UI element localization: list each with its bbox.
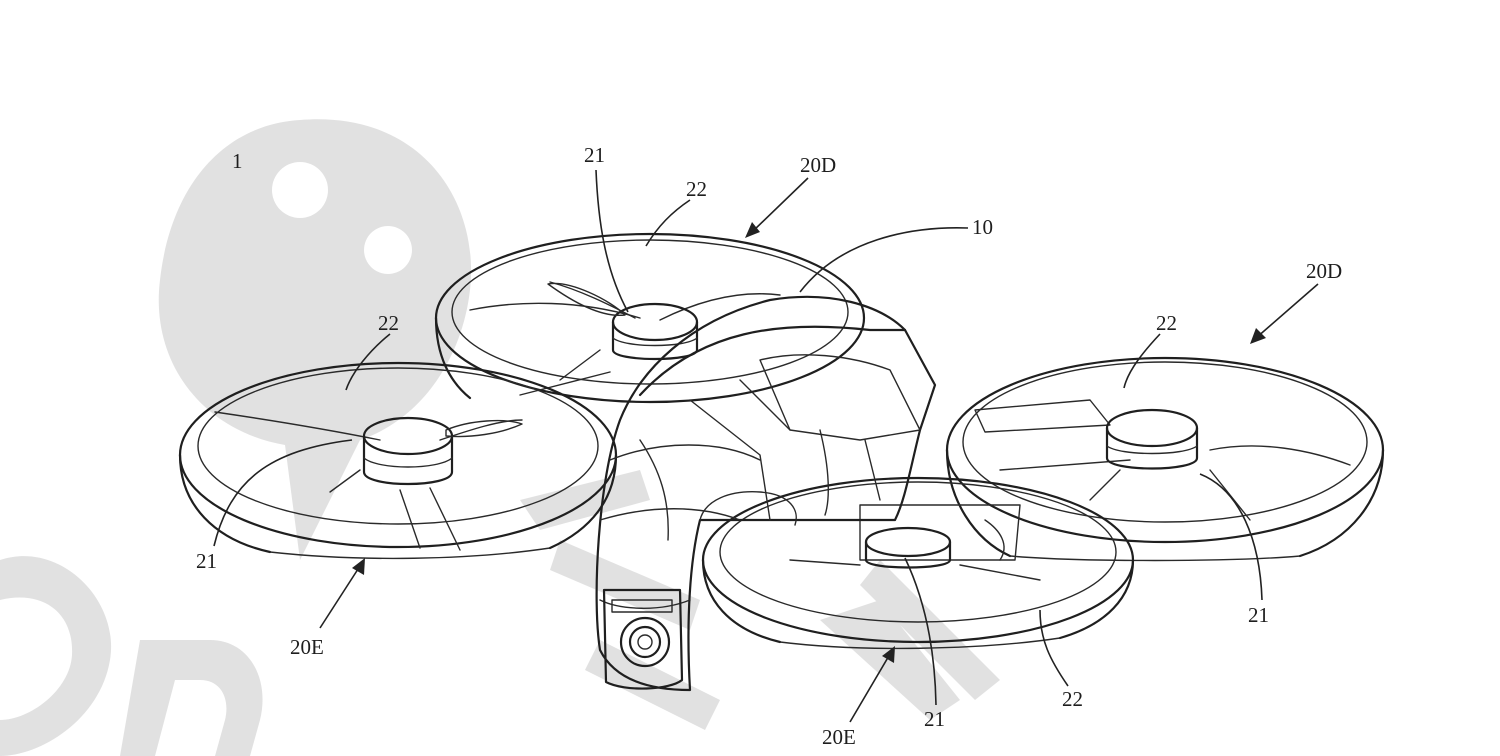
watermark-eye-left — [272, 162, 328, 218]
camera-gimbal — [602, 588, 684, 690]
label-motor-rear-right: 21 — [1248, 603, 1269, 627]
label-guard-front-left: 22 — [378, 311, 399, 335]
rear-right-motor — [1105, 408, 1199, 470]
label-guard-front-right: 22 — [1062, 687, 1083, 711]
figure-number-label: 1 — [232, 149, 243, 173]
front-right-motor — [864, 526, 952, 569]
label-guard-rear-right: 22 — [1156, 311, 1177, 335]
drone-body — [595, 295, 937, 692]
label-motor-front-left: 21 — [196, 549, 217, 573]
label-guard-rear-left: 22 — [686, 177, 707, 201]
watermark-glyph-2 — [820, 560, 1000, 720]
label-body: 10 — [972, 215, 993, 239]
label-motor-front-right: 21 — [924, 707, 945, 731]
rear-left-duct — [434, 232, 866, 404]
front-right-duct — [701, 476, 1135, 650]
label-motor-rear-left: 21 — [584, 143, 605, 167]
watermark-ring — [0, 556, 112, 756]
front-left-duct — [178, 361, 618, 560]
watermark-letter — [120, 640, 263, 756]
label-duct-front-right: 20E — [822, 725, 856, 749]
reference-labels: 1 21 22 20D 10 20D 22 21 22 21 20E 21 22… — [196, 143, 1342, 749]
rear-right-duct — [945, 356, 1385, 562]
camera-lens-icon — [619, 616, 671, 668]
label-duct-rear-right: 20D — [1306, 259, 1342, 283]
label-duct-rear-left: 20D — [800, 153, 836, 177]
leader-lines — [213, 169, 1319, 723]
chat-bubble-watermark-icon — [0, 119, 1000, 756]
watermark-eye-right — [364, 226, 412, 274]
label-duct-front-left: 20E — [290, 635, 324, 659]
front-left-motor — [362, 416, 523, 486]
